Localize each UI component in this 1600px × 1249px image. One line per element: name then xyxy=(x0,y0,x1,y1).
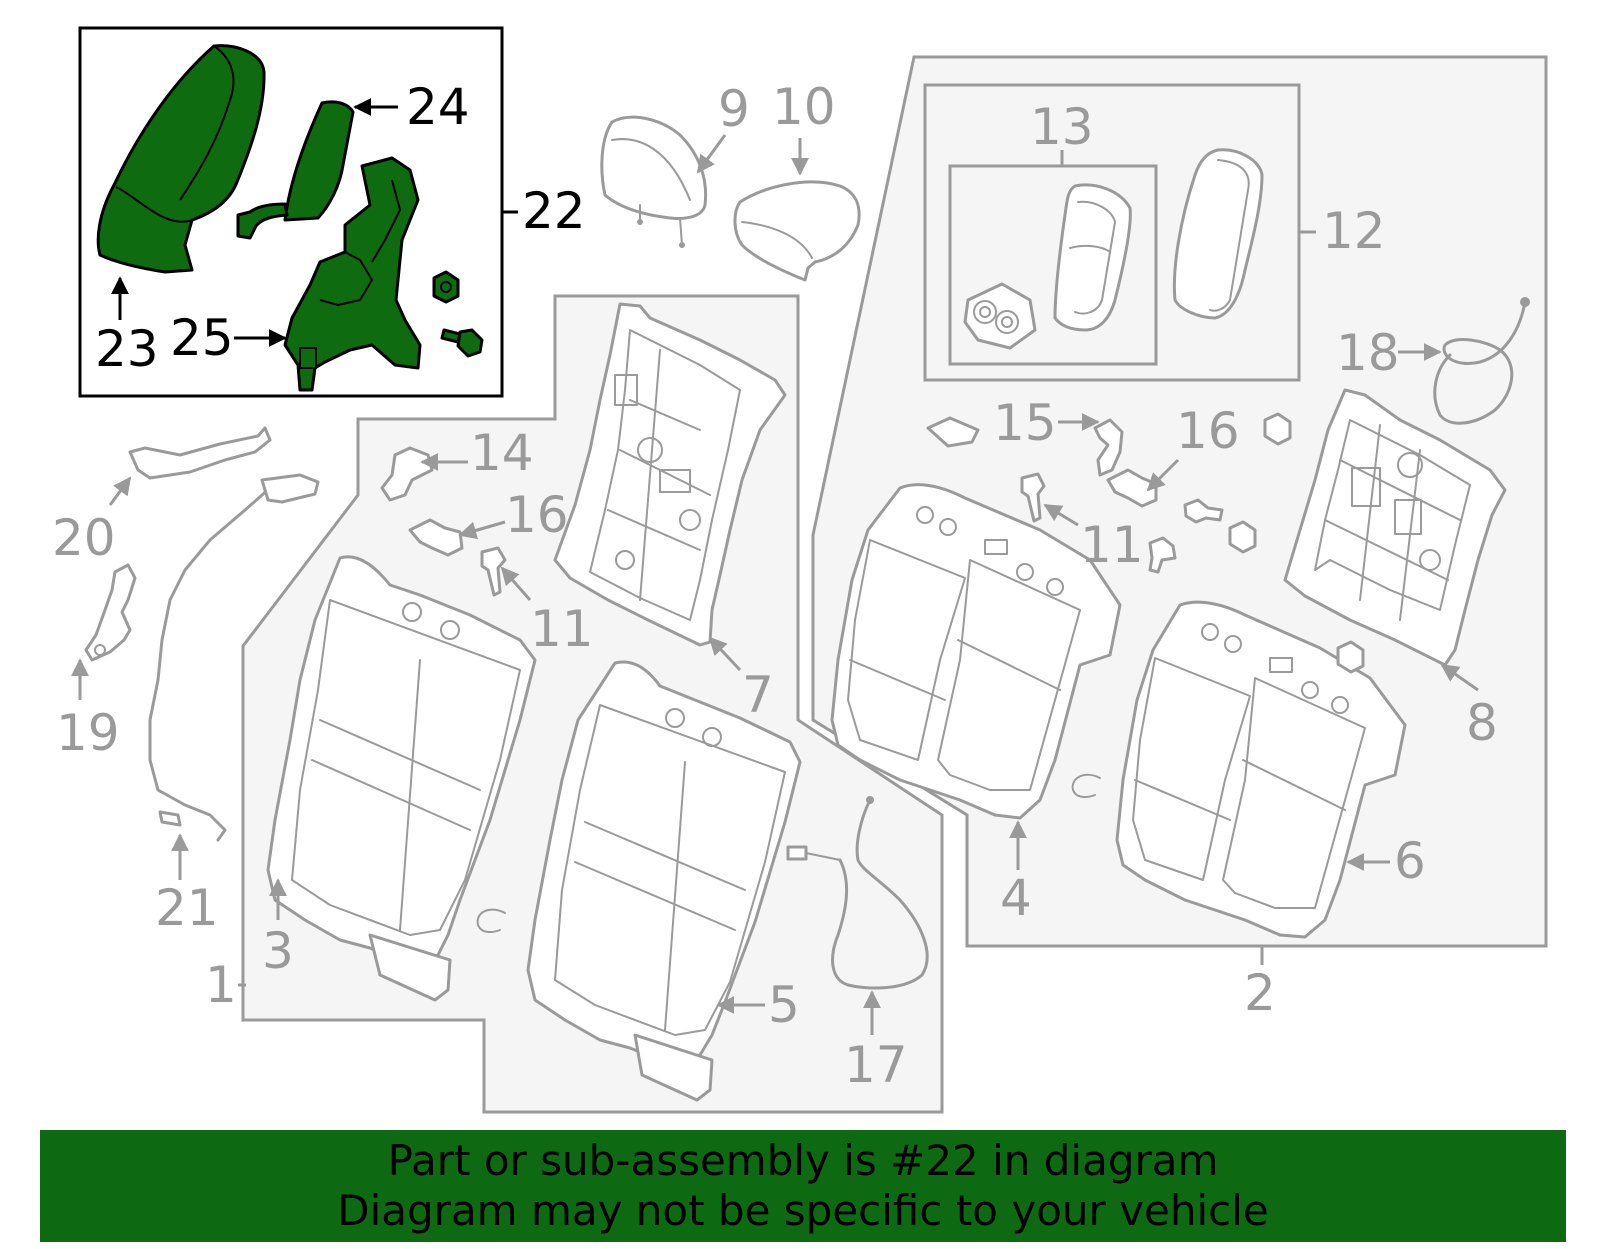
bracket-part-15 xyxy=(1093,418,1124,477)
armrest-bracket-part-25 xyxy=(283,156,422,392)
callout-16-right: 16 xyxy=(1176,402,1240,460)
headrest-part-10 xyxy=(733,180,861,282)
seat-back-frame-part-7 xyxy=(553,302,787,647)
callout-9: 9 xyxy=(718,80,750,138)
info-banner: Part or sub-assembly is #22 in diagram D… xyxy=(40,1130,1566,1242)
bracket-part-16-left xyxy=(408,518,464,557)
banner-line-1: Part or sub-assembly is #22 in diagram xyxy=(387,1136,1219,1185)
callout-11-right: 11 xyxy=(1080,516,1144,574)
banner-line-2: Diagram may not be specific to your vehi… xyxy=(337,1186,1269,1235)
callout-21: 21 xyxy=(155,879,219,937)
bracket-part-19 xyxy=(84,563,137,662)
callout-3: 3 xyxy=(262,922,294,980)
leader-16-right xyxy=(1146,458,1180,492)
clip-part-11-left xyxy=(480,546,507,597)
fastener-bolt-inset xyxy=(440,328,484,358)
seat-back-part-4 xyxy=(830,483,1122,820)
callout-16-left: 16 xyxy=(505,486,569,544)
callout-10: 10 xyxy=(772,78,836,136)
leader-7 xyxy=(708,636,742,672)
callout-13: 13 xyxy=(1030,98,1094,156)
cup-holder-insert xyxy=(1053,183,1132,332)
leader-9 xyxy=(696,134,727,174)
callout-24: 24 xyxy=(406,78,470,136)
callout-23: 23 xyxy=(95,320,159,378)
armrest-cover-part-24 xyxy=(236,100,355,240)
headrest-part-9 xyxy=(600,115,708,248)
callout-15: 15 xyxy=(993,394,1057,452)
clip-c-rings xyxy=(476,773,1101,933)
callout-14: 14 xyxy=(470,424,534,482)
callout-6: 6 xyxy=(1394,832,1426,890)
leader-11-right xyxy=(1043,503,1079,527)
armrest-part-23 xyxy=(96,44,266,274)
callout-22: 22 xyxy=(522,182,586,240)
callout-7: 7 xyxy=(742,666,774,724)
fasteners-right xyxy=(1148,412,1365,674)
callout-25: 25 xyxy=(170,309,234,367)
armrest-cover-part-12 xyxy=(1172,148,1264,320)
seat-back-part-6 xyxy=(1115,600,1407,939)
leader-16-left xyxy=(458,520,506,540)
cable-part-17 xyxy=(786,796,929,990)
callout-17: 17 xyxy=(844,1036,908,1094)
bracket-part-14 xyxy=(380,446,434,502)
callout-18: 18 xyxy=(1336,324,1400,382)
callout-20: 20 xyxy=(52,509,116,567)
callout-19: 19 xyxy=(56,704,120,762)
leader-20 xyxy=(108,476,132,506)
bracket-part-20 xyxy=(128,426,272,480)
cable-part-21 xyxy=(148,473,320,842)
callout-4: 4 xyxy=(1000,869,1032,927)
pad-part-15 xyxy=(926,416,980,448)
callout-1: 1 xyxy=(205,956,237,1014)
callout-2: 2 xyxy=(1244,964,1276,1022)
clip-part-11-right xyxy=(1020,472,1046,523)
leader-11-left xyxy=(500,566,532,601)
leader-8 xyxy=(1440,663,1479,692)
cable-part-18 xyxy=(1433,297,1530,425)
bracket-part-16-right xyxy=(1106,468,1158,508)
callout-11-left: 11 xyxy=(530,600,594,658)
cup-holder-part-13 xyxy=(963,282,1037,350)
fastener-nut-inset xyxy=(432,270,460,304)
callout-5: 5 xyxy=(768,976,800,1034)
seat-back-frame-part-8 xyxy=(1283,388,1507,667)
seat-back-part-5 xyxy=(526,660,802,1102)
callout-12: 12 xyxy=(1322,202,1386,260)
callout-8: 8 xyxy=(1466,694,1498,752)
